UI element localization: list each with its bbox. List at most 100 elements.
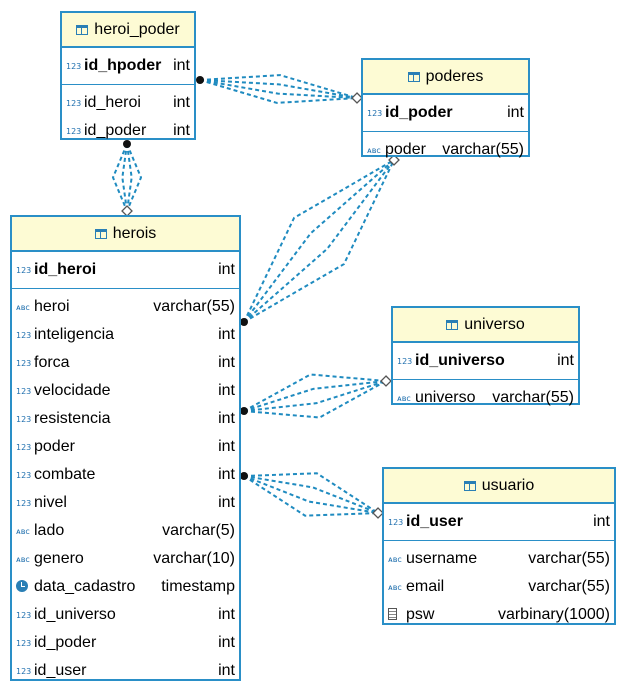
column-name: id_universo (415, 352, 505, 369)
relationship-end-dot (240, 318, 248, 326)
column-name: id_poder (34, 634, 97, 651)
column-type: int (218, 326, 235, 343)
column-type: varchar(10) (153, 550, 235, 567)
column-type: int (218, 261, 235, 278)
relationship-line (126, 143, 133, 212)
numeric-type-icon: 123 (16, 414, 32, 424)
column-type: varchar(55) (492, 389, 574, 406)
column-type: int (507, 104, 524, 121)
column-type: int (218, 634, 235, 651)
relationship-line (243, 475, 379, 517)
relationship-line (121, 143, 128, 212)
numeric-type-icon: 123 (66, 98, 82, 108)
numeric-type-icon: 123 (16, 265, 32, 275)
column-name: id_heroi (84, 94, 141, 111)
relationship-line (243, 159, 395, 323)
column-type: int (173, 122, 190, 139)
relationship-line (199, 74, 358, 99)
relationship-line (243, 380, 387, 412)
numeric-type-icon: 123 (16, 330, 32, 340)
column-type: int (218, 662, 235, 679)
relationship-line (243, 475, 379, 514)
relationship-line (243, 159, 395, 323)
relationship-end-dot (123, 140, 131, 148)
column-type: int (218, 410, 235, 427)
numeric-type-icon: 123 (16, 666, 32, 676)
relationship-line (111, 143, 128, 212)
text-type-icon: ᴀʙᴄ (397, 393, 411, 403)
column-type: int (218, 438, 235, 455)
table-icon (407, 71, 420, 82)
numeric-type-icon: 123 (16, 358, 32, 368)
relationship-line (199, 79, 358, 104)
column-type: varchar(55) (442, 141, 524, 158)
table-header[interactable]: heroi_poder (62, 13, 194, 48)
numeric-type-icon: 123 (388, 517, 404, 527)
column-name: id_heroi (34, 261, 97, 278)
relationship-end-dot (196, 76, 204, 84)
column-type: timestamp (161, 578, 235, 595)
numeric-type-icon: 123 (66, 61, 82, 71)
column-type: varchar(55) (153, 298, 235, 315)
relationship-line (243, 159, 395, 323)
table-header[interactable]: poderes (363, 60, 528, 95)
numeric-type-icon: 123 (66, 126, 82, 136)
numeric-type-icon: 123 (16, 470, 32, 480)
column-name: poder (34, 438, 75, 455)
table-header[interactable]: universo (393, 308, 578, 343)
table-header[interactable]: usuario (384, 469, 614, 504)
column-type: int (173, 57, 190, 74)
text-type-icon: ᴀʙᴄ (388, 582, 402, 592)
numeric-type-icon: 123 (16, 610, 32, 620)
column-name: combate (34, 466, 96, 483)
relationship-line (243, 380, 387, 412)
column-name: heroi (34, 298, 70, 315)
numeric-type-icon: 123 (16, 498, 32, 508)
relationship-line (199, 79, 358, 99)
numeric-type-icon: 123 (16, 442, 32, 452)
table-title: universo (464, 315, 525, 333)
table-icon (446, 319, 459, 330)
relationship-end-dot (240, 472, 248, 480)
relationship-end-diamond (380, 375, 392, 387)
column-name: id_user (406, 513, 463, 530)
column-name: velocidade (34, 382, 111, 399)
column-type: int (218, 354, 235, 371)
table-header[interactable]: herois (12, 217, 239, 252)
